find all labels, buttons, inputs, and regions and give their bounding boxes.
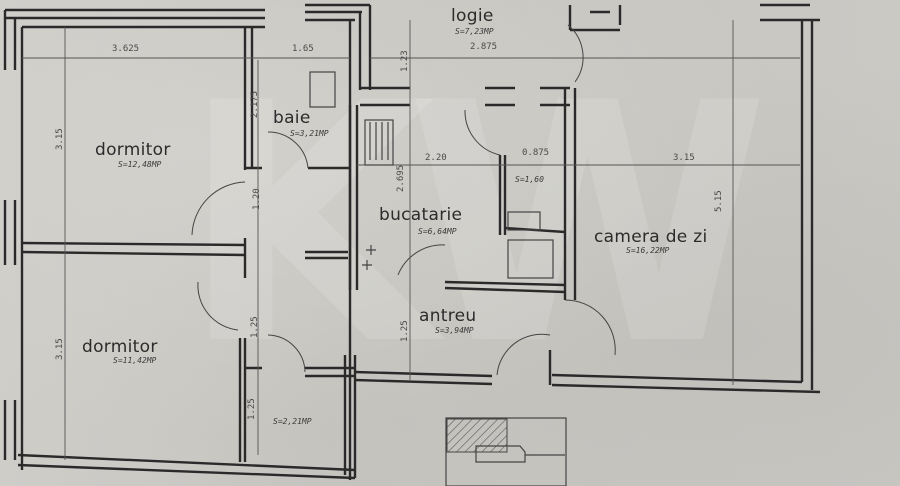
dim-v-bucatarie-height: 2.695 <box>396 164 406 192</box>
dim-v-hall-2: 1.25 <box>250 316 260 338</box>
watermark: KW <box>180 33 770 417</box>
dim-v-camera-height: 5.15 <box>714 190 724 212</box>
room-area-antreu: S=3,94MP <box>435 326 474 335</box>
room-area-camara: S=1,60 <box>515 175 544 184</box>
dim-h-dormitor-width: 3.625 <box>112 44 140 54</box>
dim-h-logie-width: 2.875 <box>470 42 498 52</box>
room-area-camera-de-zi: S=16,22MP <box>626 246 670 255</box>
dim-h-camera-width: 3.15 <box>673 153 695 163</box>
dim-v-hall-1: 1.20 <box>252 188 262 210</box>
room-label-baie: baie <box>273 108 311 128</box>
dim-h-camara-width: 0.875 <box>522 148 550 158</box>
dim-h-bucatarie-width: 2.20 <box>425 153 447 163</box>
dim-v-logie-depth: 1.23 <box>400 50 410 72</box>
room-label-logie: logie <box>451 6 494 26</box>
room-label-dormitor-1: dormitor <box>95 140 171 160</box>
room-label-dormitor-2: dormitor <box>82 337 158 357</box>
dim-h-baie-width: 1.65 <box>292 44 314 54</box>
room-label-antreu: antreu <box>419 306 477 326</box>
dim-v-baie-height: 2.175 <box>250 90 260 118</box>
room-area-debara: S=2,21MP <box>273 417 312 426</box>
interior-walls <box>21 27 577 478</box>
dim-v-antreu-height: 1.25 <box>400 320 410 342</box>
room-label-bucatarie: bucatarie <box>379 205 463 225</box>
door-swings <box>191 24 616 376</box>
fixtures <box>309 71 567 486</box>
dim-v-debara-height: 1.25 <box>247 398 257 420</box>
exterior-walls <box>3 3 821 480</box>
room-area-dormitor-1: S=12,48MP <box>118 160 162 169</box>
room-area-dormitor-2: S=11,42MP <box>113 356 157 365</box>
room-area-bucatarie: S=6,64MP <box>418 227 457 236</box>
dim-v-dormitor2-height: 3.15 <box>55 338 65 360</box>
room-label-camera-de-zi: camera de zi <box>594 227 708 247</box>
room-area-logie: S=7,23MP <box>455 27 494 36</box>
dim-v-dormitor1-height: 3.15 <box>55 128 65 150</box>
dimension-lines <box>22 20 800 460</box>
room-area-baie: S=3,21MP <box>290 129 329 138</box>
